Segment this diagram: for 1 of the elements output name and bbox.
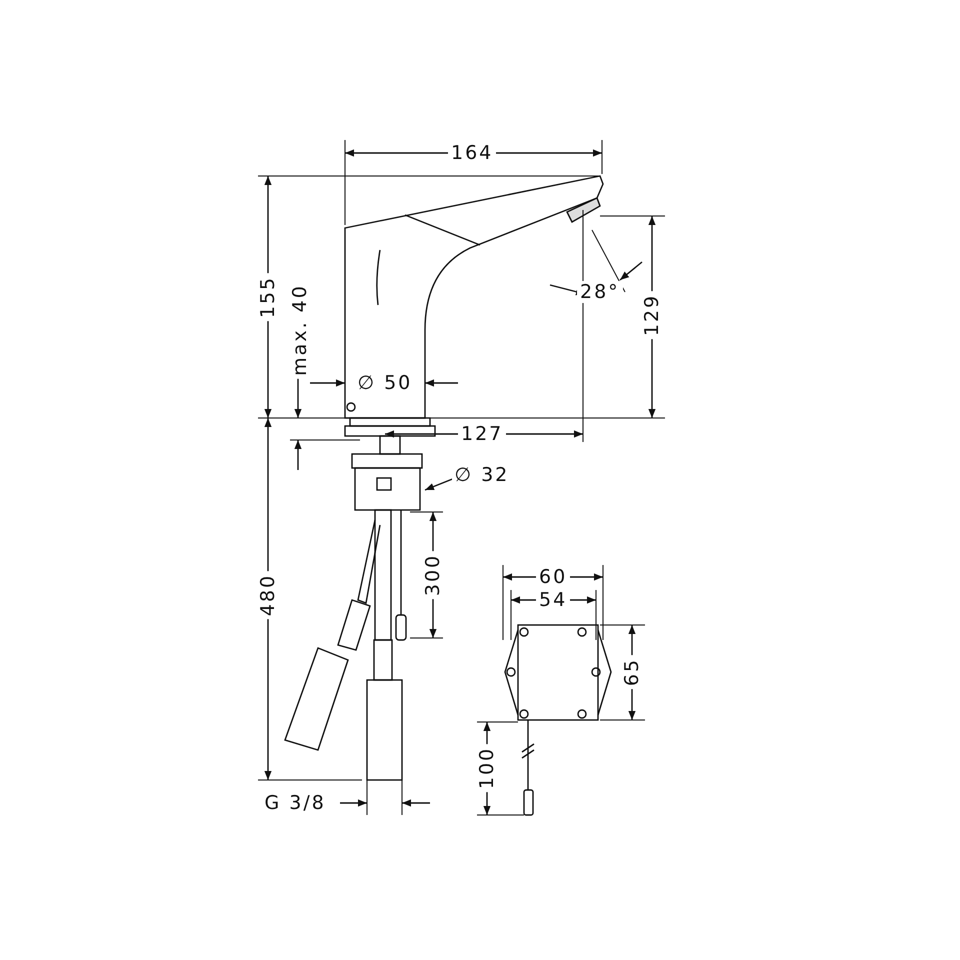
dimension-label: 28° — [577, 281, 623, 303]
